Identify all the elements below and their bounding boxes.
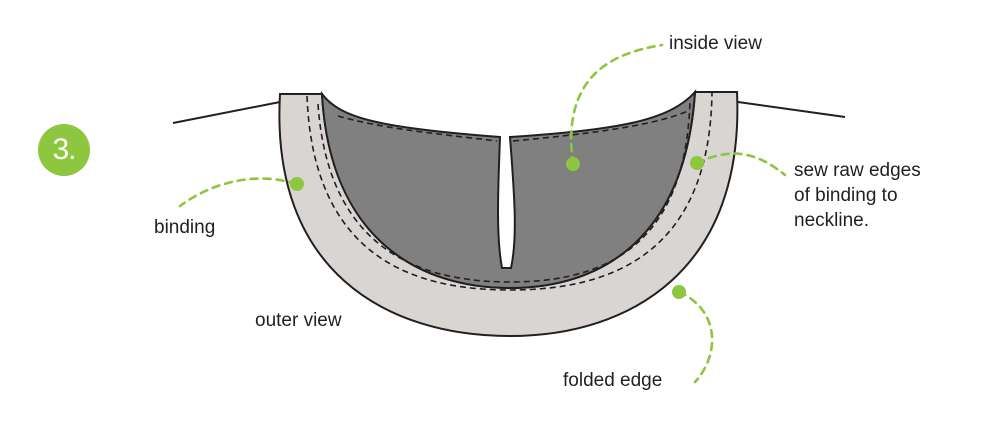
stitch-line-inside xyxy=(317,99,691,283)
sew-instruction-line-2: of binding to xyxy=(794,185,898,206)
left-shoulder-line xyxy=(172,101,281,124)
leader-sew xyxy=(695,152,787,177)
callout-dot-folded-edge xyxy=(672,285,686,299)
sew-instruction-line-1: sew raw edges xyxy=(794,160,921,181)
leader-binding xyxy=(178,177,298,208)
outer-view-label: outer view xyxy=(255,310,342,331)
sew-instruction-label: sew raw edges of binding to neckline. xyxy=(794,158,921,233)
leader-inside-view xyxy=(570,43,664,166)
stitch-line-right-neck xyxy=(512,109,691,142)
inside-view-label: inside view xyxy=(669,33,762,54)
step-number-badge: 3. xyxy=(38,124,90,176)
stitch-line-left-neck xyxy=(337,115,498,142)
folded-edge-label: folded edge xyxy=(563,370,663,391)
callout-dot-binding xyxy=(290,177,304,191)
callout-dot-sew xyxy=(690,156,704,170)
callout-dot-inside-view xyxy=(566,157,580,171)
leader-folded-edge xyxy=(677,290,714,384)
binding-label: binding xyxy=(154,217,216,238)
right-shoulder-line xyxy=(737,101,846,118)
inside-view-fabric xyxy=(320,89,697,290)
stitch-line-outer xyxy=(306,91,713,291)
sew-instruction-line-3: neckline. xyxy=(794,210,869,231)
